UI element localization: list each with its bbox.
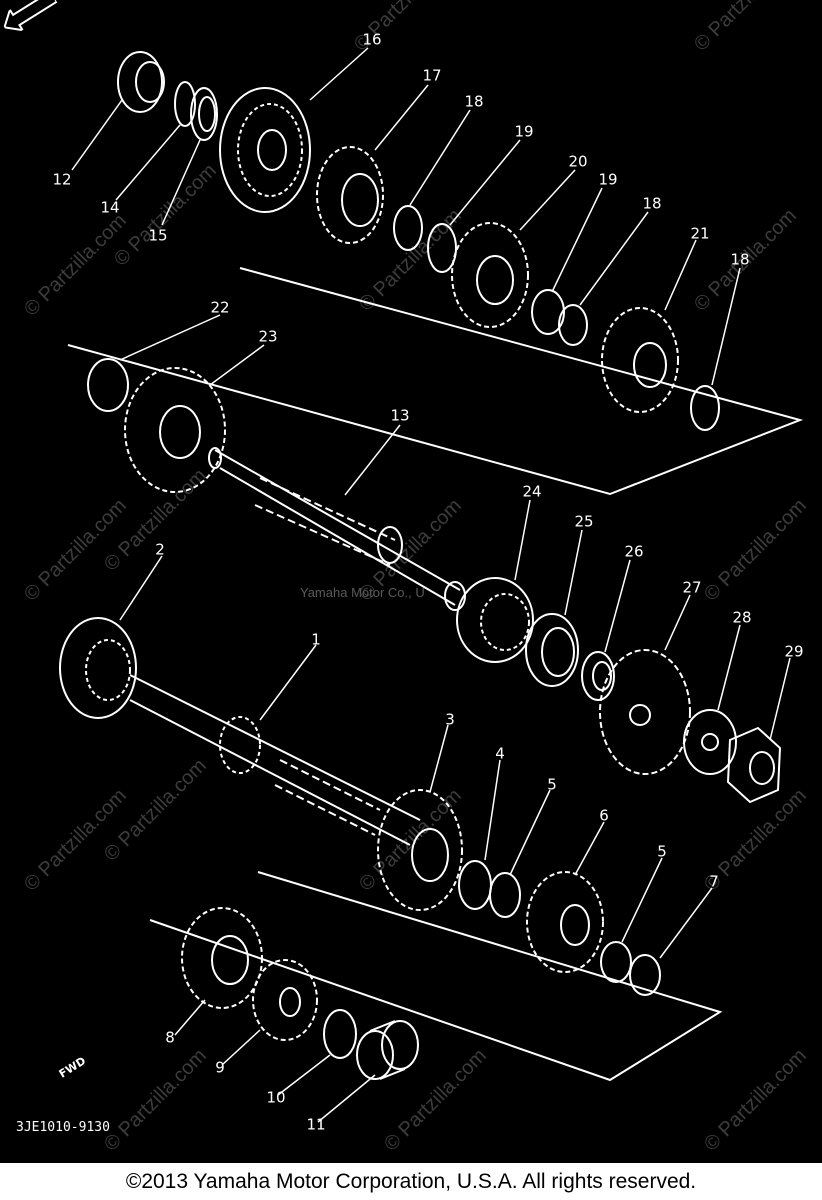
fwd-arrow-icon (3, 0, 59, 32)
group-outline-lower (149, 871, 723, 1082)
circlip-18 (393, 205, 423, 251)
part-label[interactable]: 6 (599, 806, 609, 825)
gear-17 (316, 146, 384, 244)
diagram-code: 3JE1010-9130 (16, 1120, 110, 1135)
part-label[interactable]: 9 (215, 1058, 225, 1077)
washer-14 (174, 81, 196, 127)
part-label[interactable]: 18 (730, 250, 750, 269)
part-label[interactable]: 21 (690, 224, 710, 243)
shaft-1 (129, 674, 421, 846)
oil-seal-25 (525, 613, 579, 687)
gear-21 (601, 307, 679, 413)
part-label[interactable]: 1 (311, 630, 321, 649)
circlip-5b (600, 941, 632, 983)
part-label[interactable]: 19 (598, 170, 618, 189)
gear-6 (526, 871, 604, 973)
gear-16 (219, 87, 311, 213)
washer-10 (323, 1009, 357, 1059)
part-label[interactable]: 15 (148, 226, 168, 245)
washer-4 (458, 860, 492, 910)
leader-lines (71, 47, 791, 1123)
collar-15 (190, 87, 218, 141)
center-watermark: Yamaha Motor Co., U (300, 585, 425, 600)
washer-19b (531, 289, 565, 335)
part-label[interactable]: 2 (155, 540, 165, 559)
bearing-11 (356, 1020, 419, 1080)
gear-3 (377, 789, 463, 911)
bearing-24 (456, 577, 534, 663)
circlip-18b (558, 304, 588, 346)
group-outline-upper (67, 267, 804, 496)
copyright-footer: ©2013 Yamaha Motor Corporation, U.S.A. A… (125, 1170, 697, 1193)
part-label[interactable]: 18 (464, 92, 484, 111)
washer-19 (427, 223, 457, 273)
part-label[interactable]: 17 (422, 66, 442, 85)
part-label[interactable]: 5 (657, 842, 667, 861)
part-label[interactable]: 16 (362, 30, 382, 49)
part-label[interactable]: 18 (642, 194, 662, 213)
part-label[interactable]: 19 (514, 122, 534, 141)
sprocket-27 (599, 649, 691, 775)
part-label[interactable]: 13 (390, 406, 410, 425)
circlip-18c (690, 385, 720, 431)
part-label[interactable]: 8 (165, 1028, 175, 1047)
gear-23 (124, 367, 226, 493)
part-label[interactable]: 5 (547, 775, 557, 794)
lock-washer-28 (683, 709, 737, 775)
bearing-2 (59, 617, 137, 719)
part-label[interactable]: 10 (266, 1088, 286, 1107)
part-label[interactable]: 24 (522, 482, 542, 501)
part-label[interactable]: 4 (495, 744, 505, 763)
washer-7 (629, 954, 661, 996)
part-label[interactable]: 11 (306, 1115, 326, 1134)
transmission-diagram: © Partzilla.com © Partzilla.com © Partzi… (0, 0, 822, 1163)
gear-9 (252, 959, 318, 1041)
circlip-5 (489, 872, 521, 918)
part-label[interactable]: 3 (445, 710, 455, 729)
collar-26 (581, 651, 615, 701)
part-label[interactable]: 29 (784, 642, 804, 661)
part-label[interactable]: 22 (210, 298, 230, 317)
shaft-13 (208, 447, 466, 611)
part-label[interactable]: 26 (624, 542, 644, 561)
washer-22 (87, 358, 129, 412)
gear-20 (451, 222, 529, 328)
gear-8 (181, 907, 263, 1009)
part-label[interactable]: 27 (682, 578, 702, 597)
bearing-12 (117, 51, 165, 113)
part-label[interactable]: 28 (732, 608, 752, 627)
diagram-art (59, 47, 804, 1123)
part-label[interactable]: 14 (100, 198, 120, 217)
nut-29 (726, 726, 782, 804)
part-label[interactable]: 20 (568, 152, 588, 171)
part-label[interactable]: 7 (709, 872, 719, 891)
part-label[interactable]: 12 (52, 170, 72, 189)
part-label[interactable]: 23 (258, 327, 278, 346)
part-label[interactable]: 25 (574, 512, 594, 531)
